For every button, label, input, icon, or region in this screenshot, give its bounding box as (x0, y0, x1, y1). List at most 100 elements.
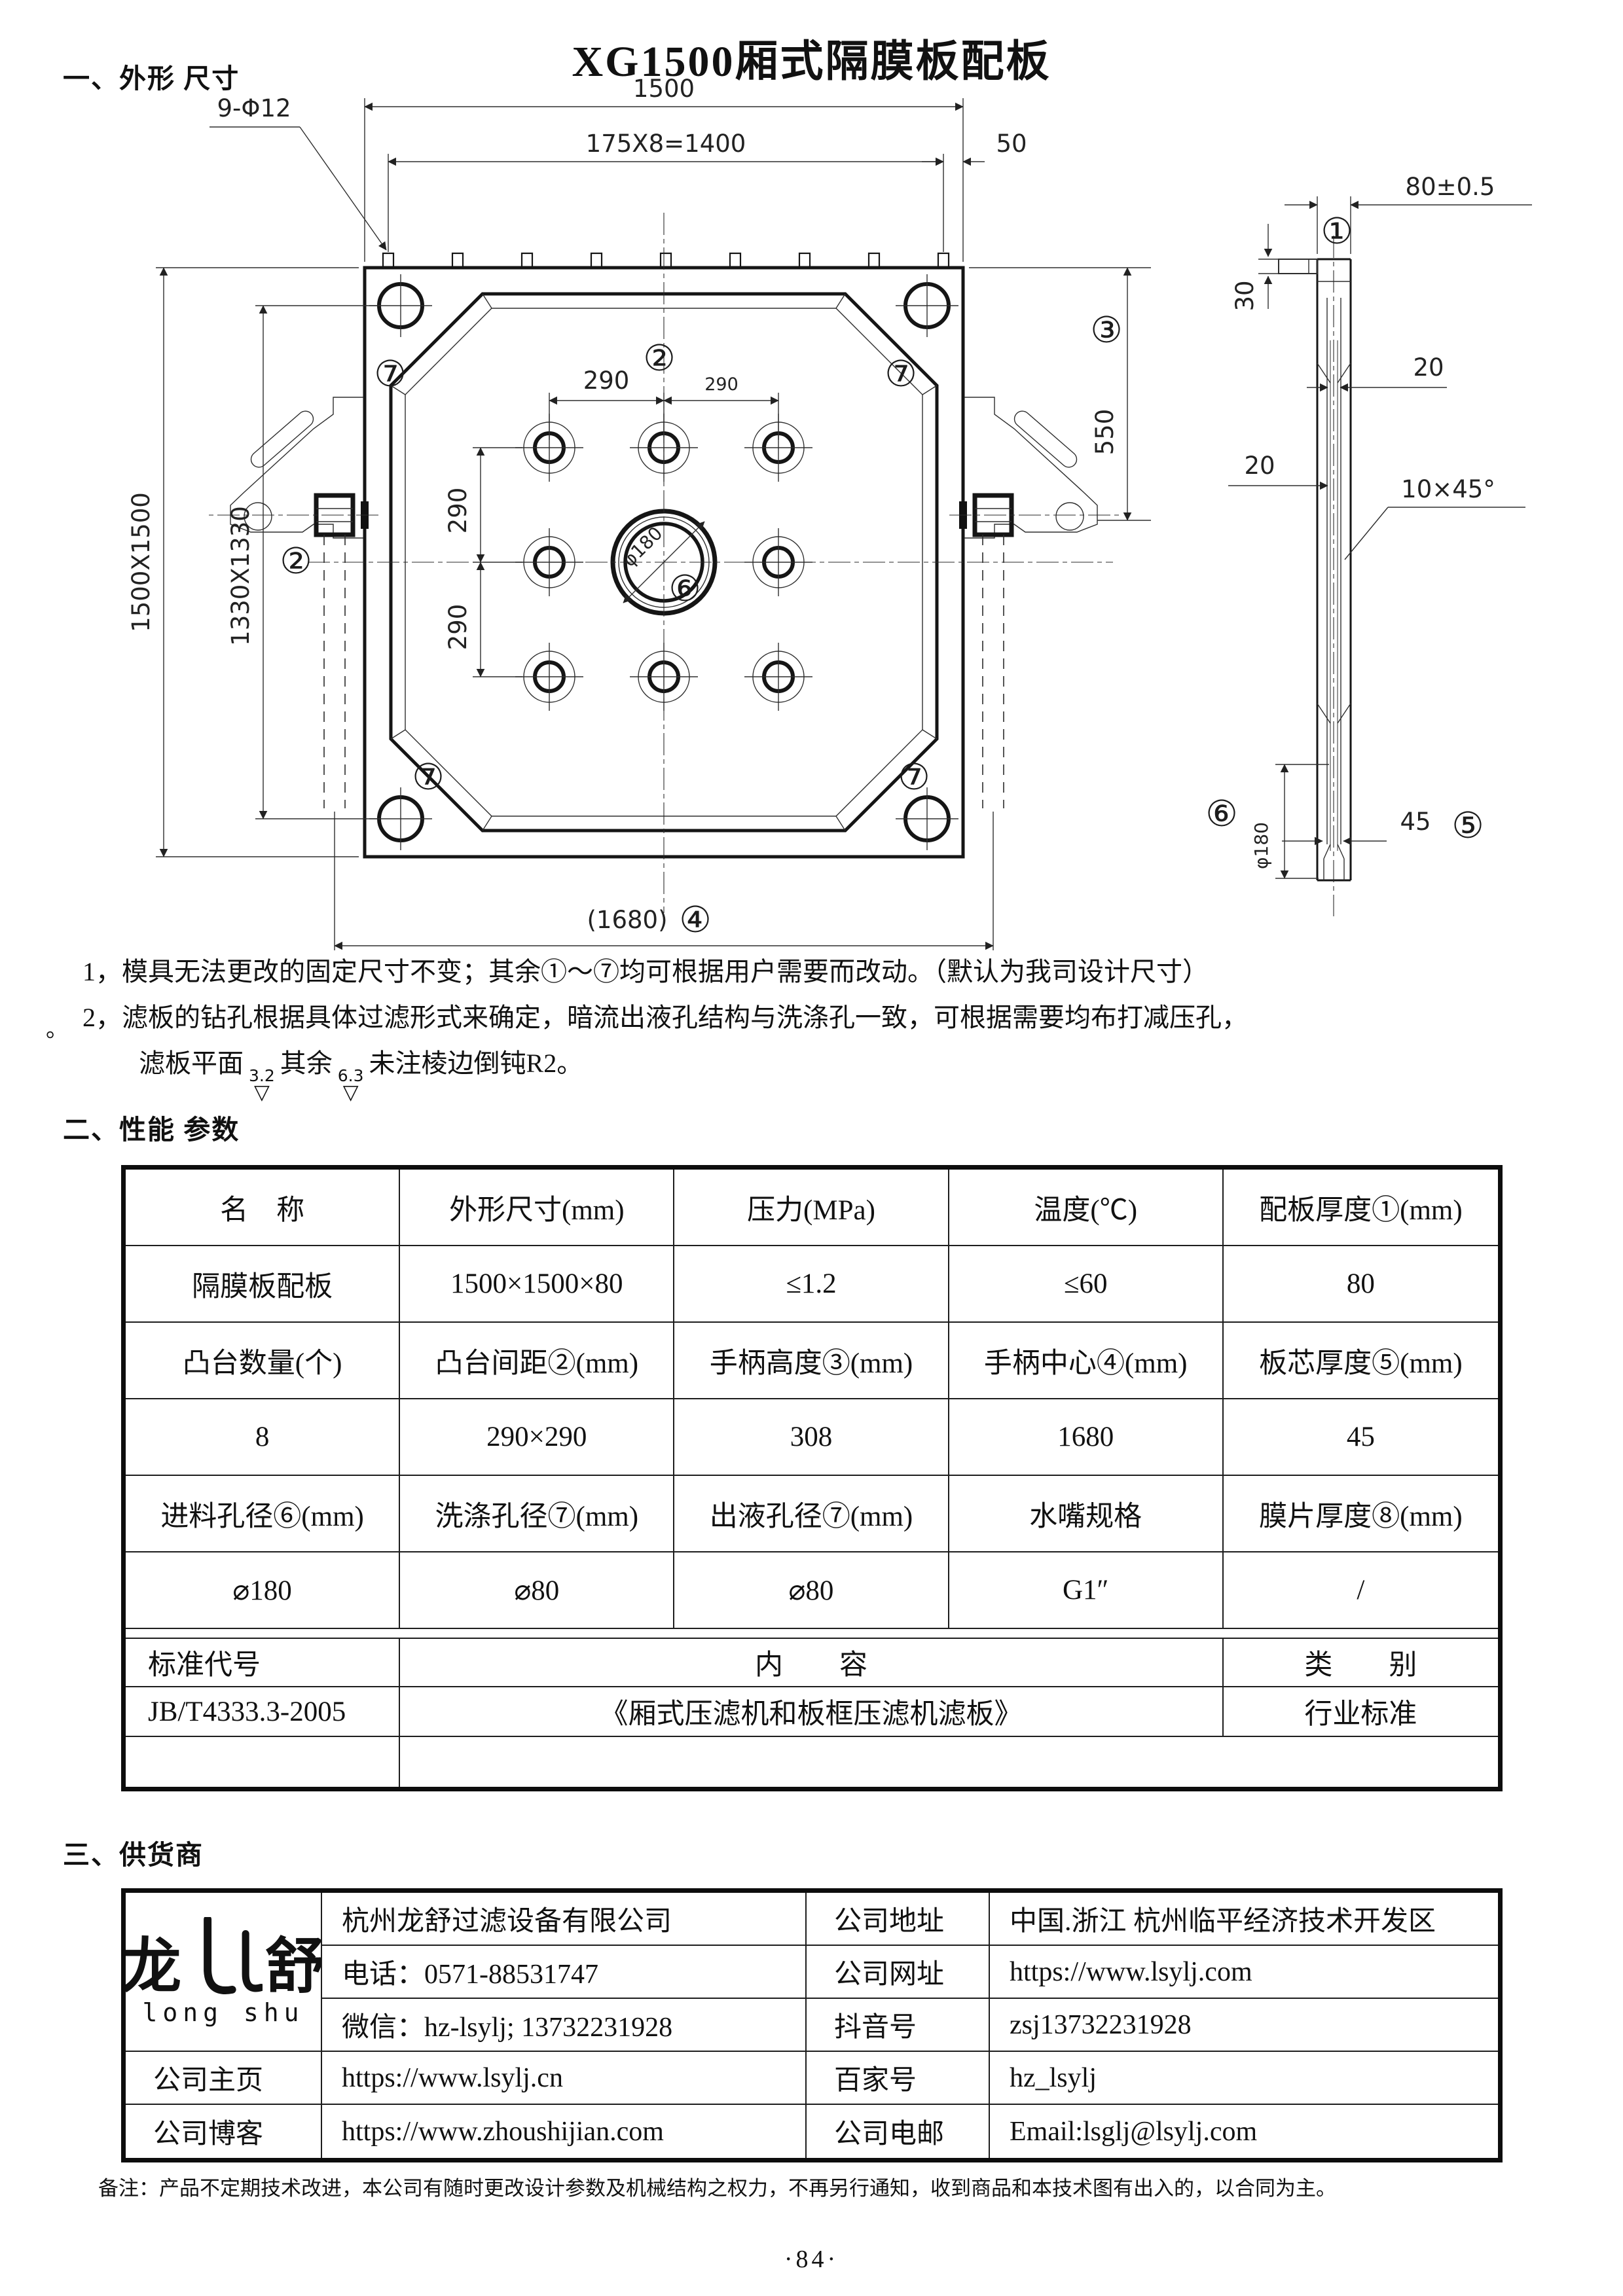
param-header-row-1: 名 称 外形尺寸(mm) 压力(MPa) 温度(℃) 配板厚度①(mm) (126, 1170, 1498, 1246)
param-value-row-3: ⌀180 ⌀80 ⌀80 G1″ / (126, 1552, 1498, 1629)
param-header-cell: 名 称 (126, 1170, 401, 1246)
roughness-triangle-icon: ▽ (342, 1081, 359, 1103)
dim-boss-pitch-horizontal: 290 290 (549, 367, 779, 440)
dim-290-v2-label: 290 (444, 604, 472, 651)
dim-thickness: 80±0.5 (1285, 173, 1532, 254)
tag-7-top-right: ⑦ (884, 353, 917, 395)
page-number: ·84· (784, 2246, 839, 2273)
company-logo: 龙 舒 long shu (126, 1893, 322, 2052)
section-heading-supplier: 三、供货商 (63, 1840, 204, 1870)
baijia-label: 百家号 (807, 2052, 990, 2105)
note3-prefix: 滤板平面 (139, 1049, 244, 1078)
standard-category-cell: 行业标准 (1223, 1687, 1498, 1737)
dim-290-h2-label: 290 (704, 374, 739, 395)
param-header-cell: 手柄高度③(mm) (674, 1323, 949, 1399)
dim-inner-size: 1330X1330 (227, 305, 377, 819)
email-label: 公司电邮 (807, 2105, 990, 2158)
dim-core: 45 ⑤ (1282, 804, 1484, 846)
dim-hole-pitch: 175X8=1400 (388, 130, 944, 252)
dim-tab-height: 30 (1231, 224, 1279, 312)
standard-header-row: 标准代号 内 容 类 别 (126, 1639, 1498, 1687)
handle-left (208, 397, 378, 808)
dim-total-width: 1500 (364, 75, 964, 262)
param-header-cell: 压力(MPa) (674, 1170, 949, 1246)
dim-handle-height: ③ 550 (969, 267, 1151, 521)
parameter-table: 名 称 外形尺寸(mm) 压力(MPa) 温度(℃) 配板厚度①(mm) 隔膜板… (121, 1165, 1503, 1791)
logo-char-shu: 舒 (265, 1933, 322, 2000)
front-view: φ180 (127, 75, 1151, 950)
douyin-value: zsj13732231928 (990, 1999, 1498, 2052)
standard-value-row: JB/T4333.3-2005 《厢式压滤机和板框压滤机滤板》 行业标准 (126, 1687, 1498, 1737)
tag-6-front: ⑥ (668, 567, 701, 609)
tag-7-top-left: ⑦ (374, 353, 406, 395)
side-view: 80±0.5 ① 30 20 20 10×45° (1205, 173, 1532, 916)
empty-bottom-row (126, 1737, 1498, 1787)
baijia-value: hz_lsylj (990, 2052, 1498, 2105)
logo-row: 龙 舒 (126, 1916, 322, 2000)
dim-feed-side: φ180 ⑥ (1205, 764, 1329, 879)
param-header-row-3: 进料孔径⑥(mm) 洗涤孔径⑦(mm) 出液孔径⑦(mm) 水嘴规格 膜片厚度⑧… (126, 1476, 1498, 1552)
dim-edge-offset: 50 (922, 130, 1027, 166)
homepage-label: 公司主页 (126, 2052, 322, 2105)
param-header-cell: 膜片厚度⑧(mm) (1223, 1476, 1498, 1552)
param-value-cell: ≤60 (949, 1246, 1224, 1323)
logo-char-long: 龙 (126, 1933, 181, 2000)
dim-550-label: 550 (1091, 409, 1119, 456)
dim-290-h1-label: 290 (583, 367, 630, 395)
param-header-cell: 洗涤孔径⑦(mm) (400, 1476, 675, 1552)
center-lines (308, 213, 1113, 913)
dim-boss-pitch-vertical: 290 290 (444, 447, 522, 677)
company-name: 杭州龙舒过滤设备有限公司 (322, 1893, 807, 1946)
page-title: XG1500厢式隔膜板配板 (572, 38, 1051, 86)
param-value-cell: 1500×1500×80 (400, 1246, 675, 1323)
blog-label: 公司博客 (126, 2105, 322, 2158)
note-line-2: 2，滤板的钻孔根据具体过滤形式来确定，暗流出液孔结构与洗涤孔一致，可根据需要均布… (82, 1003, 1248, 1032)
footer-note: 备注：产品不定期技术改进，本公司有随时更改设计参数及机械结构之权力，不再另行通知… (98, 2177, 1336, 2200)
website-value: https://www.lsylj.com (990, 1946, 1498, 1999)
dim-9phi12-label: 9-Φ12 (217, 94, 291, 122)
param-header-row-2: 凸台数量(个) 凸台间距②(mm) 手柄高度③(mm) 手柄中心④(mm) 板芯… (126, 1323, 1498, 1399)
wechat-value: 微信：hz-lsylj; 13732231928 (322, 1999, 807, 2052)
dim-50-label: 50 (996, 130, 1027, 158)
standard-header-cell: 标准代号 (126, 1639, 401, 1687)
dim-phi180-side-label: φ180 (1250, 822, 1272, 869)
handle-right (949, 397, 1120, 808)
param-value-row-2: 8 290×290 308 1680 45 (126, 1399, 1498, 1476)
param-value-row-1: 隔膜板配板 1500×1500×80 ≤1.2 ≤60 80 (126, 1246, 1498, 1323)
param-value-cell: 1680 (949, 1399, 1224, 1476)
standard-header-cell: 类 别 (1223, 1639, 1498, 1687)
dim-corner-holes: 9-Φ12 (210, 94, 387, 251)
empty-cell (126, 1737, 401, 1787)
supplier-table: 龙 舒 long shu 杭州龙舒过滤设备有限公司 公司地址 中国.浙江 杭州临… (121, 1888, 1503, 2162)
website-label: 公司网址 (807, 1946, 990, 1999)
note-line-1: 1，模具无法更改的固定尺寸不变；其余①～⑦均可根据用户需要而改动。（默认为我司设… (82, 957, 1209, 986)
param-header-cell: 凸台间距②(mm) (400, 1323, 675, 1399)
section-heading-performance: 二、性能 参数 (63, 1115, 240, 1145)
dim-30-label: 30 (1231, 280, 1259, 311)
homepage-value: https://www.lsylj.cn (322, 2052, 807, 2105)
param-header-cell: 温度(℃) (949, 1170, 1224, 1246)
address-value: 中国.浙江 杭州临平经济技术开发区 (990, 1893, 1498, 1946)
param-value-cell: G1″ (949, 1552, 1224, 1629)
param-value-cell: 45 (1223, 1399, 1498, 1476)
dim-membrane-right: 20 (1307, 353, 1447, 392)
dim-outer-size: 1500X1500 (127, 267, 359, 857)
blog-value: https://www.zhoushijian.com (322, 2105, 807, 2158)
logo-subtitle: long shu (142, 1998, 304, 2027)
dim-290-v1-label: 290 (444, 488, 472, 534)
logo-mark-icon (204, 1916, 263, 1994)
standard-content-cell: 《厢式压滤机和板框压滤机滤板》 (400, 1687, 1224, 1737)
tag-6-side: ⑥ (1205, 793, 1237, 834)
param-value-cell: 隔膜板配板 (126, 1246, 401, 1323)
dim-45-label: 45 (1400, 808, 1431, 836)
phone-value: 电话：0571-88531747 (322, 1946, 807, 1999)
chamfer-ticks (390, 293, 938, 831)
tag-5: ⑤ (1451, 804, 1484, 846)
dim-1500x1500-label: 1500X1500 (127, 492, 155, 632)
param-value-cell: ⌀180 (126, 1552, 401, 1629)
tag-1: ① (1321, 210, 1353, 252)
standard-code-cell: JB/T4333.3-2005 (126, 1687, 401, 1737)
stray-mark: 。 (46, 1018, 68, 1042)
param-value-cell: / (1223, 1552, 1498, 1629)
